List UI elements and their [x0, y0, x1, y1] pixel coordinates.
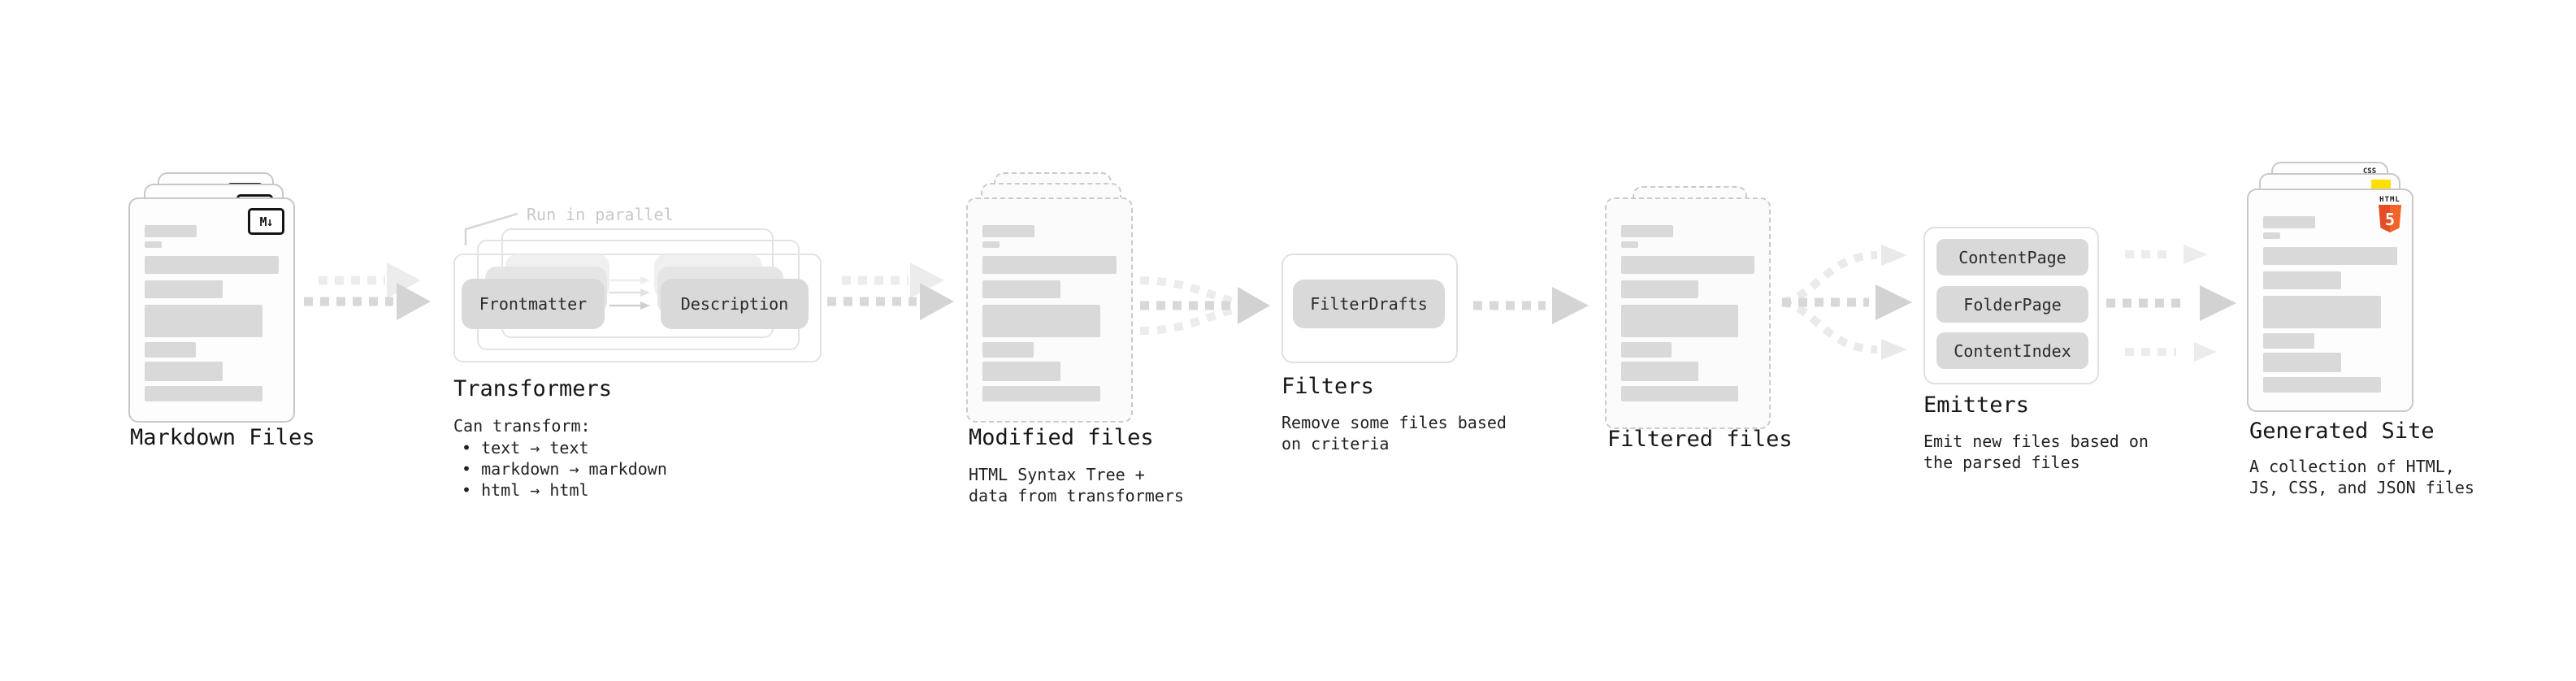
text-line-placeholder [982, 241, 1000, 248]
text-line-placeholder [1621, 280, 1699, 298]
flow-arrow-transformers-to-modified [827, 262, 954, 320]
fan-out-arrow-filtered-to-emitters [1780, 245, 1912, 360]
emitters-desc-line-2: the parsed files [1923, 453, 2080, 472]
text-line-placeholder [145, 280, 223, 298]
text-line-placeholder [145, 225, 197, 237]
transformers-bullet-1: • text → text [462, 438, 589, 458]
text-line-placeholder [1621, 241, 1639, 248]
file-content-placeholder [1621, 225, 1754, 401]
text-line-placeholder [982, 362, 1060, 381]
flow-arrows-emitters-to-generated [2106, 245, 2236, 362]
text-line-placeholder [982, 386, 1101, 401]
text-line-placeholder [2263, 216, 2316, 228]
transformers-desc-title: Can transform: [453, 416, 591, 436]
file-card-front [1605, 197, 1771, 429]
transformer-node-description: Description [661, 279, 809, 329]
text-line-placeholder [2263, 333, 2314, 349]
file-card-html: HTML 5 [2247, 189, 2413, 412]
text-line-placeholder [2263, 377, 2382, 393]
file-content-placeholder [982, 225, 1117, 401]
text-line-placeholder [2263, 247, 2397, 265]
text-line-placeholder [982, 280, 1060, 298]
stage-label-filters: Filters [1281, 374, 1374, 399]
text-line-placeholder [1621, 386, 1739, 401]
filters-desc-line-1: Remove some files based [1281, 413, 1507, 432]
file-content-placeholder [145, 225, 279, 401]
text-line-placeholder [982, 342, 1034, 358]
markdown-icon: M↓ [248, 208, 284, 235]
modified-files-desc-line-2: data from transformers [969, 486, 1184, 505]
js-icon [2371, 180, 2391, 191]
text-line-placeholder [1621, 256, 1754, 274]
transformer-node-frontmatter: Frontmatter [462, 279, 605, 329]
transformer-instance-box-front [453, 254, 822, 362]
text-line-placeholder [1621, 362, 1699, 381]
run-in-parallel-note: Run in parallel [527, 205, 674, 224]
text-line-placeholder [982, 225, 1035, 237]
markdown-files-stack: M↓ M↓ M↓ [128, 172, 295, 423]
emitters-box: ContentPage FolderPage ContentIndex [1923, 227, 2099, 384]
stage-label-emitters: Emitters [1923, 393, 2030, 418]
emitter-node-contentpage: ContentPage [1936, 239, 2088, 275]
stage-label-modified-files: Modified files [969, 425, 1154, 450]
generated-site-desc-line-1: A collection of HTML, [2249, 457, 2455, 476]
text-line-placeholder [145, 256, 279, 274]
file-card-front [966, 197, 1133, 423]
text-line-placeholder [145, 305, 263, 337]
stage-label-transformers: Transformers [453, 376, 613, 401]
text-line-placeholder [982, 256, 1117, 274]
flow-arrow-markdown-to-transformers [304, 262, 431, 320]
text-line-placeholder [2263, 232, 2281, 239]
filtered-files-stack [1605, 186, 1771, 429]
parallel-mini-arrows [609, 276, 650, 310]
emitter-node-contentindex: ContentIndex [1936, 332, 2088, 369]
text-line-placeholder [145, 362, 223, 381]
filters-desc-line-2: on criteria [1281, 434, 1390, 453]
fan-in-arrow-modified-to-filters [1139, 276, 1270, 335]
text-line-placeholder [2263, 296, 2382, 328]
text-line-placeholder [2263, 271, 2341, 289]
modified-files-stack [966, 172, 1133, 423]
stage-label-markdown-files: Markdown Files [130, 425, 315, 450]
transformers-bullet-2: • markdown → markdown [462, 459, 667, 479]
text-line-placeholder [2263, 353, 2341, 372]
emitter-node-folderpage: FolderPage [1936, 286, 2088, 323]
generated-site-desc-line-2: JS, CSS, and JSON files [2249, 478, 2474, 497]
html5-icon: HTML 5 [2378, 196, 2402, 232]
emitters-desc-line-1: Emit new files based on [1923, 432, 2149, 451]
run-in-parallel-callout-line [464, 212, 518, 245]
stage-label-generated-site: Generated Site [2249, 419, 2435, 444]
text-line-placeholder [145, 241, 163, 248]
generated-site-stack: CSS HTML 5 [2247, 162, 2413, 412]
text-line-placeholder [1621, 342, 1672, 358]
filter-node-filterdrafts: FilterDrafts [1293, 280, 1445, 328]
file-content-placeholder [2263, 216, 2397, 393]
transformers-bullet-3: • html → html [462, 480, 589, 500]
flow-arrow-filters-to-filtered [1473, 287, 1589, 324]
text-line-placeholder [1621, 225, 1673, 237]
modified-files-desc-line-1: HTML Syntax Tree + [969, 465, 1145, 484]
file-card-front: M↓ [128, 197, 295, 423]
text-line-placeholder [982, 305, 1101, 337]
stage-label-filtered-files: Filtered files [1607, 427, 1793, 452]
svg-text:5: 5 [2385, 210, 2395, 229]
text-line-placeholder [1621, 305, 1739, 337]
text-line-placeholder [145, 386, 263, 401]
text-line-placeholder [145, 342, 196, 358]
